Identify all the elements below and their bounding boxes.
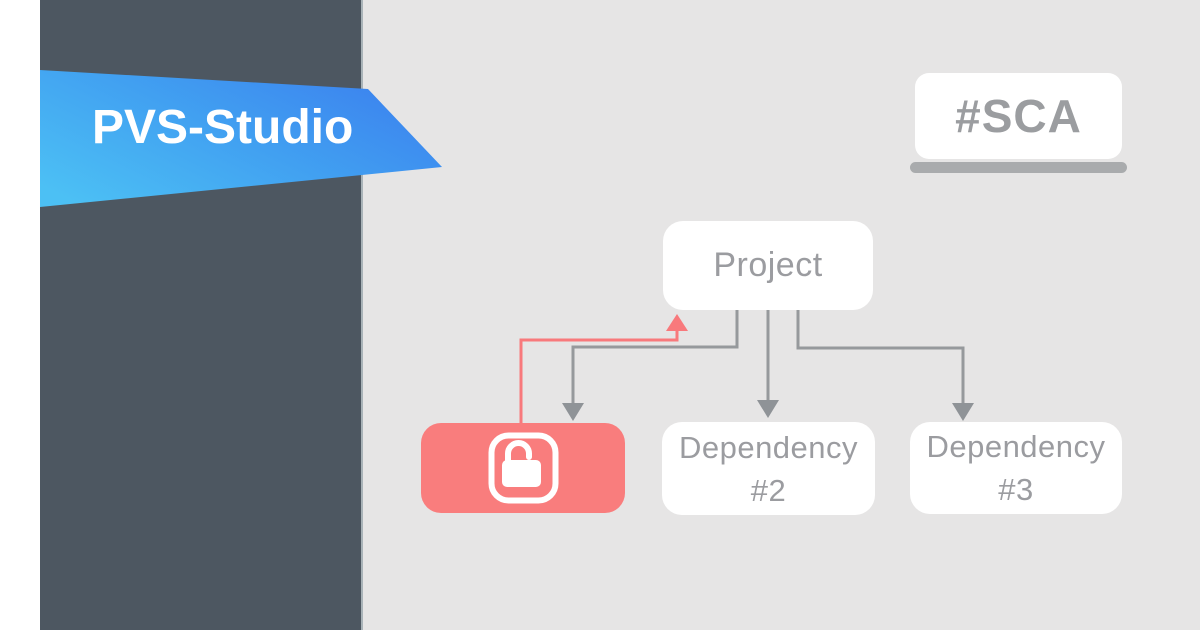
brand-ribbon-shape xyxy=(40,70,442,207)
node-dependency-3-label-line1: Dependency xyxy=(926,429,1106,464)
node-dependency-2-label-line1: Dependency xyxy=(678,429,859,465)
node-dependency-2: Dependency #2 xyxy=(662,422,875,515)
node-dependency-3-label-line2: #3 xyxy=(998,472,1034,507)
sca-badge-underline xyxy=(910,162,1127,173)
node-dependency-3: Dependency #3 xyxy=(910,422,1122,514)
node-project-label: Project xyxy=(713,246,823,284)
unlocked-padlock-icon xyxy=(488,432,558,504)
node-dependency-2-label-line2: #2 xyxy=(750,472,787,508)
brand-name: PVS-Studio xyxy=(92,101,354,154)
sca-badge: #SCA xyxy=(915,73,1122,159)
node-project: Project xyxy=(663,221,873,310)
brand-banner: PVS-Studio xyxy=(40,66,444,210)
node-compromised-dependency xyxy=(421,423,625,513)
sca-badge-label: #SCA xyxy=(955,90,1082,142)
